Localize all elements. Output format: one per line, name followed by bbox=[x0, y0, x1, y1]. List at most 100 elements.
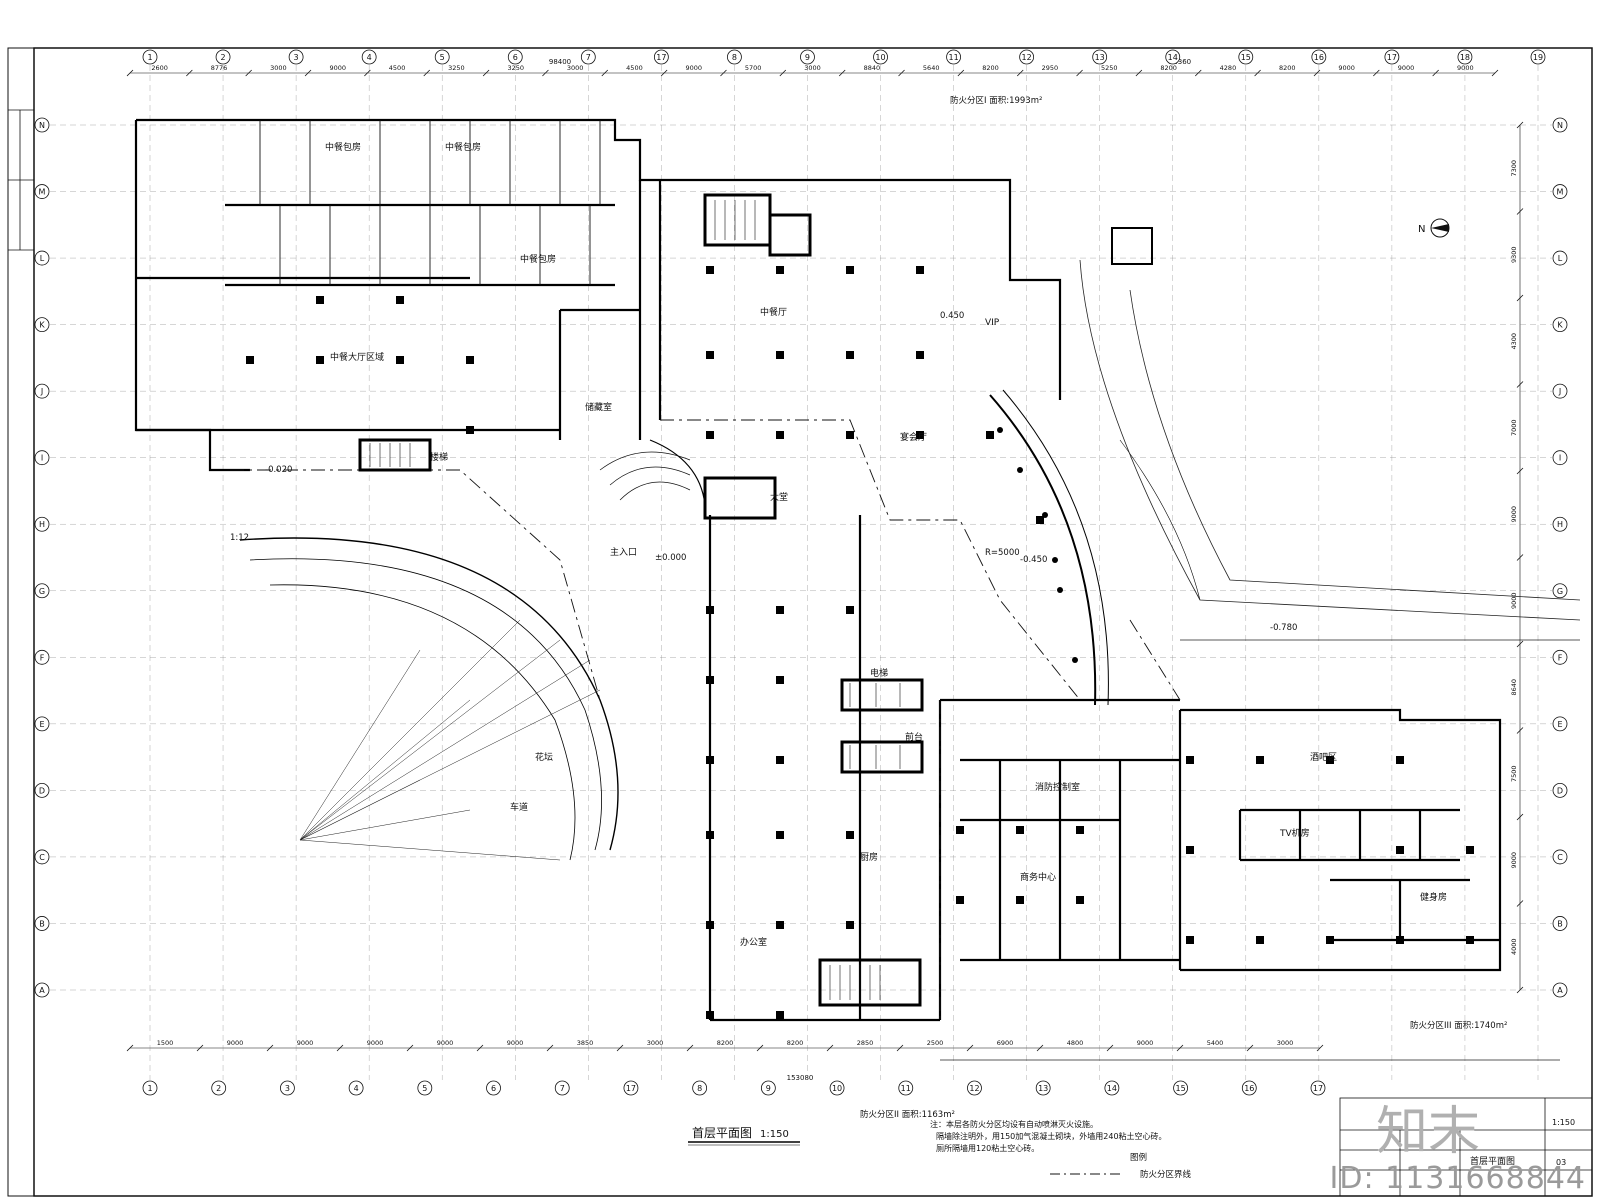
top-dim: 3250 bbox=[507, 64, 524, 72]
axis-bottom-label: 7 bbox=[560, 1084, 565, 1093]
top-dim: 4500 bbox=[626, 64, 643, 72]
axis-bottom-12: 11 bbox=[898, 1080, 914, 1096]
column bbox=[846, 351, 854, 359]
axis-bottom-6: 6 bbox=[486, 1080, 501, 1096]
column bbox=[316, 356, 324, 364]
axis-right-label: J bbox=[1558, 387, 1561, 396]
bottom-dim: 3000 bbox=[647, 1039, 664, 1047]
column bbox=[776, 676, 784, 684]
axis-top-label: 7 bbox=[586, 53, 591, 62]
top-dim: 8200 bbox=[1279, 64, 1296, 72]
axis-bottom-3: 3 bbox=[280, 1080, 295, 1096]
axis-left-label: G bbox=[39, 587, 45, 596]
axis-top-label: 14 bbox=[1168, 53, 1178, 62]
column bbox=[1326, 756, 1334, 764]
bottom-dim: 9000 bbox=[437, 1039, 454, 1047]
curved-facades bbox=[239, 389, 1201, 861]
axis-right-label: N bbox=[1557, 121, 1563, 130]
top-dim: 3000 bbox=[804, 64, 821, 72]
binding-strip bbox=[8, 109, 34, 251]
axis-right-label: B bbox=[1557, 919, 1563, 928]
sheet-border bbox=[7, 47, 1593, 1197]
top-dim: 8200 bbox=[1160, 64, 1177, 72]
axis-right-label: H bbox=[1557, 520, 1563, 529]
bottom-dim: 9000 bbox=[297, 1039, 314, 1047]
axis-left-label: J bbox=[40, 387, 43, 396]
right-dim: 8640 bbox=[1510, 679, 1518, 696]
bottom-dim: 5400 bbox=[1207, 1039, 1224, 1047]
axis-top-label: 1 bbox=[147, 53, 152, 62]
legend: 图例 防火分区界线 bbox=[1050, 1152, 1192, 1180]
axis-left-label: F bbox=[40, 653, 45, 662]
bottom-dim: 2500 bbox=[927, 1039, 944, 1047]
axis-top-3: 3 bbox=[288, 49, 304, 65]
axis-top-9: 8 bbox=[727, 49, 742, 65]
legend-item: 防火分区界线 bbox=[1140, 1169, 1192, 1180]
axis-top-label: 15 bbox=[1241, 53, 1251, 62]
axis-bottom-label: 3 bbox=[285, 1084, 290, 1093]
axis-bottom-15: 14 bbox=[1104, 1080, 1120, 1096]
column bbox=[916, 431, 924, 439]
room-bar: 酒吧区 bbox=[1310, 752, 1337, 763]
room-entrance: 主入口 bbox=[610, 546, 637, 558]
fire-area-1-label: 防火分区I 面积:1993m² bbox=[950, 95, 1042, 106]
axis-right-F: F bbox=[1552, 649, 1568, 665]
axis-top-label: 19 bbox=[1533, 53, 1543, 62]
axis-top-16: 15 bbox=[1238, 49, 1254, 65]
column bbox=[706, 351, 714, 359]
bottom-dim: 8200 bbox=[717, 1039, 734, 1047]
structural-columns bbox=[246, 266, 1474, 1019]
column bbox=[706, 756, 714, 764]
level-a: ±0.000 bbox=[655, 553, 686, 563]
axis-left-label: I bbox=[41, 454, 43, 463]
site-road-lines bbox=[940, 259, 1581, 1061]
axis-left-label: D bbox=[39, 786, 45, 795]
bottom-dim: 3850 bbox=[577, 1039, 594, 1047]
axis-top-1: 1 bbox=[142, 49, 158, 65]
column bbox=[1186, 756, 1194, 764]
axis-left-J: J bbox=[34, 383, 50, 399]
top-dim: 8776 bbox=[211, 64, 228, 72]
right-dim: 9000 bbox=[1510, 852, 1518, 869]
axis-left-D: D bbox=[34, 782, 50, 798]
axis-left-label: K bbox=[39, 321, 45, 330]
axis-bottom-4: 4 bbox=[348, 1080, 364, 1096]
watermark-id: ID: 1131668844 bbox=[1329, 1161, 1586, 1196]
room-labels: 中餐大厅区域 中餐厅 大堂 宴会厅 酒吧区 厨房 TV机房 商务中心 前台 办公… bbox=[325, 141, 1447, 948]
axis-bottom-label: 6 bbox=[491, 1084, 496, 1093]
axis-right-label: F bbox=[1558, 653, 1563, 662]
column bbox=[916, 351, 924, 359]
column bbox=[846, 266, 854, 274]
axis-right-G: G bbox=[1552, 583, 1568, 599]
room-business: 商务中心 bbox=[1020, 871, 1056, 883]
level-b: -0.450 bbox=[1020, 555, 1047, 565]
axis-top-19: 18 bbox=[1457, 49, 1473, 65]
axis-bottom-16: 15 bbox=[1173, 1080, 1188, 1096]
column bbox=[466, 356, 474, 364]
column bbox=[776, 921, 784, 929]
axis-bottom-label: 1 bbox=[147, 1084, 152, 1093]
column bbox=[776, 266, 784, 274]
top-dim: 9000 bbox=[1457, 64, 1474, 72]
top-dim: 5700 bbox=[745, 64, 762, 72]
axis-top-13: 12 bbox=[1019, 49, 1035, 65]
column bbox=[246, 356, 254, 364]
axis-right-label: M bbox=[1557, 188, 1564, 197]
axis-right-label: G bbox=[1557, 587, 1563, 596]
column bbox=[1186, 936, 1194, 944]
axis-top-label: 8 bbox=[732, 53, 737, 62]
column bbox=[396, 296, 404, 304]
axis-bottom-label: 15 bbox=[1175, 1084, 1185, 1093]
round-column bbox=[1052, 557, 1058, 563]
axis-left-I: I bbox=[34, 450, 50, 466]
axis-right-A: A bbox=[1552, 982, 1568, 998]
axis-bottom-13: 12 bbox=[967, 1080, 982, 1096]
axis-top-label: 3 bbox=[294, 53, 299, 62]
axis-top-label: 18 bbox=[1460, 53, 1470, 62]
bottom-dim: 2850 bbox=[857, 1039, 874, 1047]
axis-top-label: 5 bbox=[440, 53, 445, 62]
axis-left-B: B bbox=[34, 916, 50, 931]
axis-top-label: 17 bbox=[1387, 53, 1397, 62]
